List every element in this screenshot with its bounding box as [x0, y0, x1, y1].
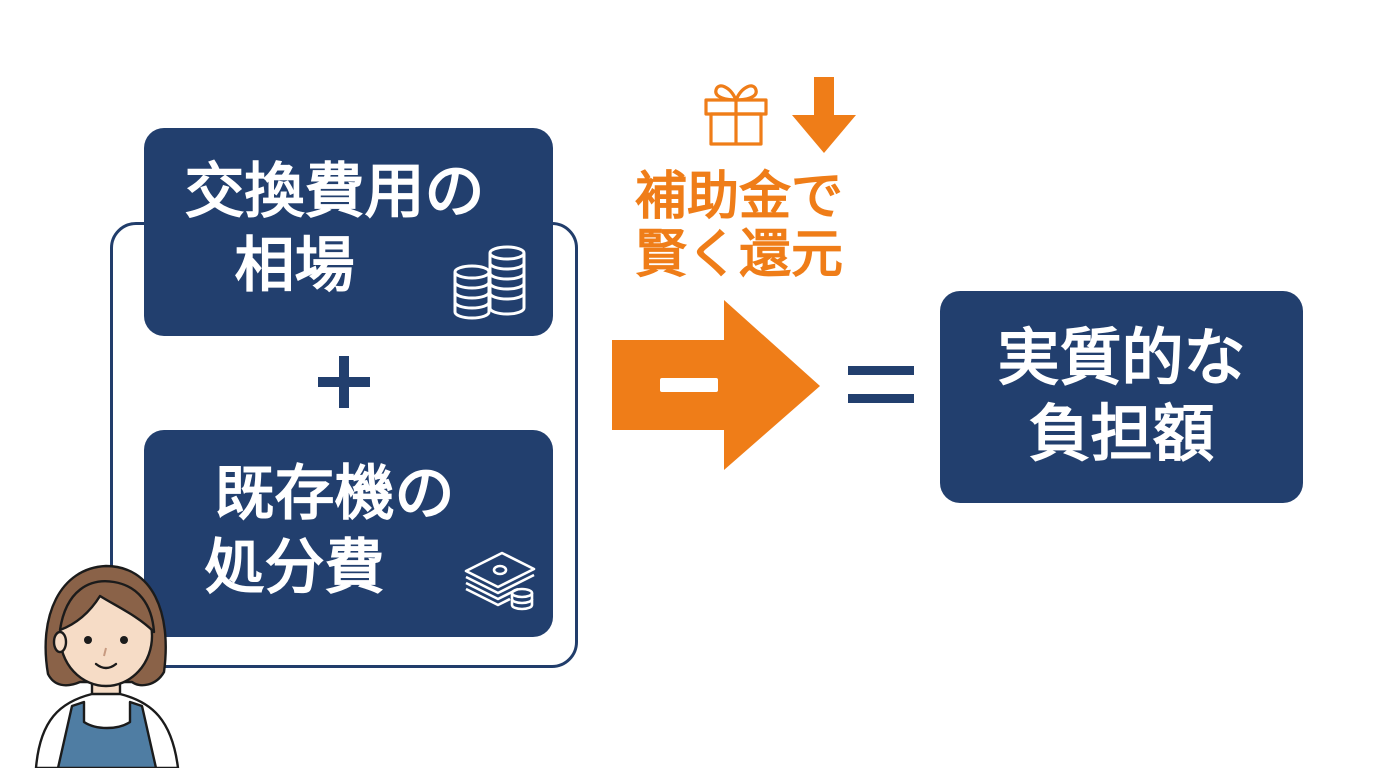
- minus-arrow: [612, 300, 820, 470]
- subsidy-line1: 補助金で: [634, 167, 843, 227]
- person-illustration: [34, 564, 180, 768]
- minus-sign: [660, 378, 718, 392]
- gift-icon: [704, 84, 768, 146]
- equals-sign: [848, 366, 914, 403]
- replacement-cost-label: 交換費用の 相場: [162, 162, 507, 296]
- effective-burden-line2: 負担額: [1028, 397, 1215, 470]
- subsidy-line2: 賢く還元: [634, 225, 843, 286]
- replacement-cost-line2: 相場: [234, 231, 355, 301]
- disposal-cost-box: 既存機の 処分費: [144, 430, 553, 637]
- down-arrow-icon: [792, 77, 856, 153]
- disposal-cost-line1: 既存機の: [214, 459, 455, 529]
- replacement-cost-line1: 交換費用の: [184, 157, 485, 227]
- effective-burden-label: 実質的な 負担額: [940, 327, 1303, 465]
- disposal-cost-label: 既存機の 処分費: [162, 464, 507, 598]
- effective-burden-box: 実質的な 負担額: [940, 291, 1303, 503]
- money-bills-icon: [464, 551, 536, 611]
- disposal-cost-line2: 処分費: [204, 533, 385, 603]
- plus-operator: [318, 356, 370, 408]
- subsidy-label: 補助金で 賢く還元: [614, 167, 864, 286]
- replacement-cost-box: 交換費用の 相場: [144, 128, 553, 336]
- effective-burden-line1: 実質的な: [997, 321, 1246, 394]
- coins-stack-icon: [453, 245, 526, 320]
